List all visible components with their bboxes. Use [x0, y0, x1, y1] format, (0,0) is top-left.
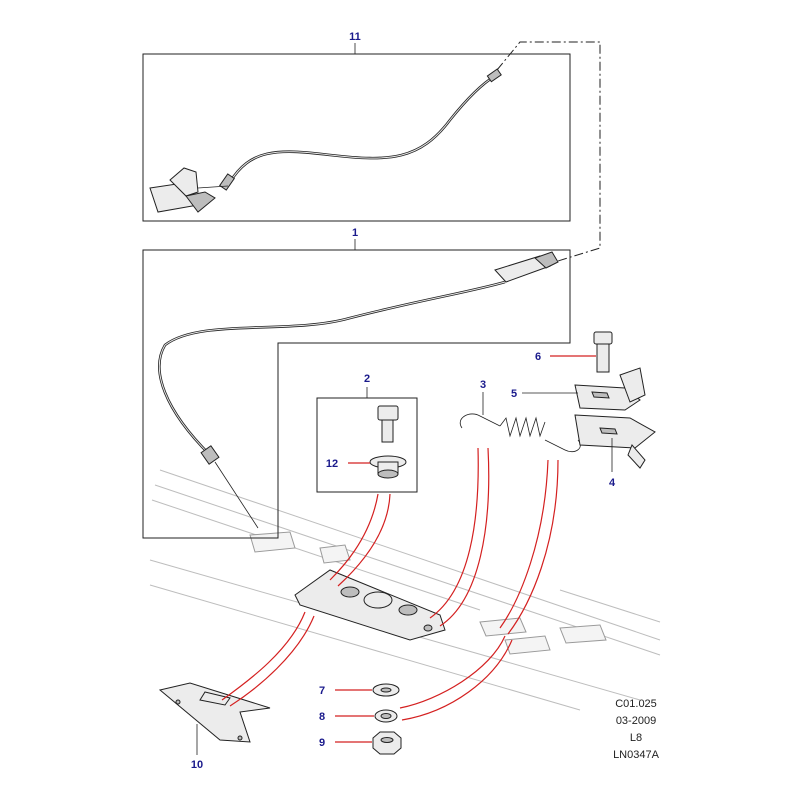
- callout-5: 5: [511, 388, 517, 400]
- callout-6: 6: [535, 351, 541, 363]
- callout-3: 3: [480, 379, 486, 391]
- callout-9: 9: [319, 737, 325, 749]
- ref-model: L8: [630, 732, 642, 744]
- callout-10: 10: [191, 759, 203, 771]
- ref-drawing: LN0347A: [613, 749, 660, 761]
- ref-code: C01.025: [615, 698, 657, 710]
- chassis-background: [149, 469, 661, 711]
- callout-4: 4: [609, 477, 616, 489]
- assembly-connector-lines: [221, 447, 559, 721]
- latch-base-plate: [294, 569, 446, 641]
- callout-2: 2: [364, 373, 370, 385]
- reference-block: C01.025 03-2009 L8 LN0347A: [613, 698, 660, 761]
- bracket-10: [158, 682, 271, 743]
- bracket-assembly: [574, 331, 656, 469]
- callout-8: 8: [319, 711, 325, 723]
- callout-1: 1: [352, 227, 358, 239]
- ref-date: 03-2009: [616, 715, 656, 727]
- callout-11: 11: [349, 31, 361, 43]
- release-cable-11: [149, 68, 502, 213]
- release-cable-1: [158, 251, 559, 529]
- relation-dash-line: [496, 41, 601, 266]
- spring-3: [459, 413, 581, 453]
- frame-item-2: [316, 397, 418, 493]
- callout-7: 7: [319, 685, 325, 697]
- washer-7: [372, 683, 400, 697]
- callout-12: 12: [326, 458, 338, 470]
- frame-item-11: [142, 53, 571, 222]
- frame-item-1: [142, 249, 571, 539]
- bolt-2: [369, 405, 407, 479]
- nut-9: [372, 731, 402, 755]
- lock-washer-8: [374, 709, 398, 723]
